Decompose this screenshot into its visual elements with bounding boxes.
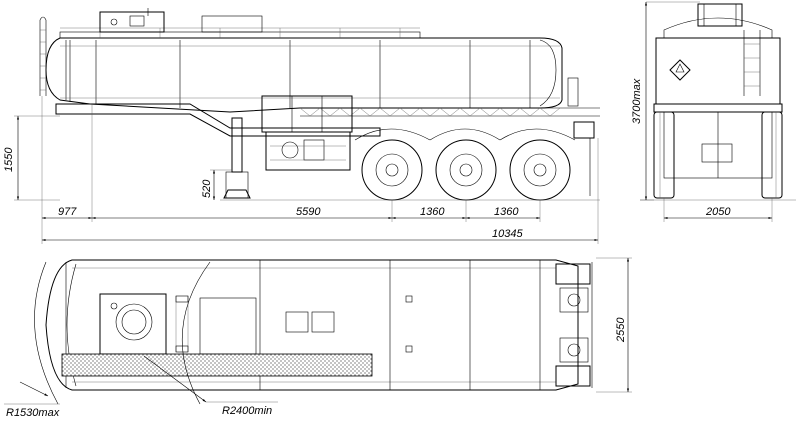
dim-width-2550: 2550: [615, 317, 627, 343]
pump-cabinet: [261, 95, 353, 171]
wheel-axle-1: [361, 139, 423, 201]
wheel-axle-3: [509, 139, 571, 201]
dim-length-1360-a: 1360: [420, 206, 445, 218]
rear-view: [640, 3, 796, 201]
top-dimensions: 2550 R1530max R2400min: [4, 257, 632, 419]
side-view: [39, 8, 600, 201]
landing-gear: [223, 117, 251, 199]
dim-height-1550: 1550: [3, 147, 15, 172]
front-ladder: [39, 16, 47, 96]
mudguards: [354, 128, 576, 141]
rear-bumper: [567, 77, 595, 196]
top-manhole: [99, 293, 167, 355]
rear-axle-assembly: [555, 262, 593, 388]
dim-length-977: 977: [58, 206, 77, 218]
chassis-frame: [55, 103, 600, 137]
dim-height-3700max: 3700max: [631, 78, 643, 124]
dim-length-10345: 10345: [492, 228, 523, 240]
manhole-dome: [99, 8, 263, 33]
dim-width-2050: 2050: [705, 206, 731, 218]
side-dimensions: 1550 520 977 5590 1360 1360 10345: [3, 96, 599, 244]
walkway-grating: [61, 353, 373, 377]
rear-dimensions: 3700max 2050: [631, 1, 773, 222]
dim-length-5590: 5590: [296, 206, 321, 218]
wheel-axle-2: [435, 139, 497, 201]
dim-radius-1530max: R1530max: [6, 407, 60, 419]
dim-radius-2400min: R2400min: [222, 405, 272, 417]
top-walkway: [59, 27, 421, 39]
top-view: [45, 259, 593, 391]
dim-height-520: 520: [201, 179, 213, 198]
dim-length-1360-b: 1360: [494, 206, 519, 218]
tank-body: [45, 37, 563, 113]
hazard-diamond-icon: [669, 59, 691, 81]
